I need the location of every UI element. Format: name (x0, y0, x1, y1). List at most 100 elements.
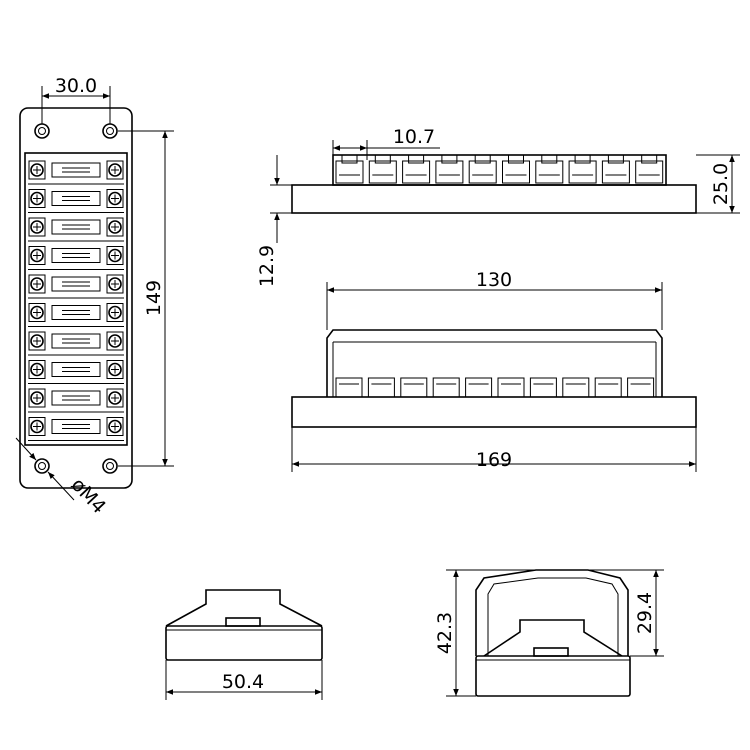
end-view-fuse (225, 617, 261, 627)
dimension-slot-width-label: 10.7 (393, 126, 435, 148)
dimension-total-height-label: 42.3 (434, 612, 456, 654)
mounting-hole-bottom-left (34, 458, 50, 474)
side-fuse-slot (529, 377, 557, 398)
front-fuse-slot (601, 154, 630, 184)
dimension-end-width: 50.4 (165, 660, 323, 700)
side-fuse-slot (465, 377, 493, 398)
fuse-slot (51, 333, 101, 349)
fuse-row (28, 189, 124, 213)
front-fuse-slot (368, 154, 397, 184)
side-fuse-slot (562, 377, 590, 398)
terminal-screw (106, 189, 124, 208)
fuse-slot (51, 305, 101, 320)
fuse-area (24, 152, 128, 446)
fuse-row (28, 417, 124, 441)
fuse-slot (51, 191, 101, 206)
mounting-hole-bottom-right (102, 458, 118, 474)
dimension-hole-diameter: øM4 (15, 437, 110, 518)
dimension-cover-height-label: 29.4 (634, 592, 656, 634)
end-view-cover-base (475, 655, 631, 697)
dimension-front-height-label: 25.0 (710, 163, 732, 205)
dimension-height-label: 149 (143, 280, 165, 316)
end-view-fuse-holder (165, 589, 323, 627)
side-view: 130 169 (291, 269, 697, 472)
terminal-screw (106, 388, 124, 408)
mounting-hole-top-right (102, 123, 118, 139)
terminal-screw (106, 303, 124, 322)
fuse-rows (28, 160, 124, 441)
fuse-row (28, 331, 124, 356)
front-fuse-slot (502, 154, 530, 184)
dimension-height: 149 (118, 130, 174, 467)
fuse-row (28, 246, 124, 270)
dimension-slot-width: 10.7 (332, 126, 440, 160)
mounting-hole-top-left (34, 123, 50, 139)
dimension-base-length-label: 169 (476, 449, 512, 471)
end-view-with-cover: 42.3 29.4 (434, 569, 664, 697)
front-fuse-slot (335, 154, 364, 184)
top-view-outline (19, 107, 133, 489)
fuse-row (28, 160, 124, 185)
side-view-fuse-slots (335, 377, 655, 398)
front-fuse-slot (468, 154, 497, 184)
end-view-cover-fuse-holder (483, 619, 623, 657)
dimension-total-height: 42.3 (434, 569, 536, 697)
end-view-cover-shell (475, 569, 629, 656)
dimension-front-height: 25.0 (696, 154, 740, 214)
front-view: 10.7 25.0 12.9 (256, 126, 740, 287)
side-fuse-slot (432, 377, 460, 398)
front-fuse-slot (535, 154, 564, 184)
terminal-screw (28, 417, 46, 436)
side-fuse-slot (367, 377, 395, 398)
front-fuse-slot (402, 154, 431, 184)
front-view-fuse-block (332, 154, 667, 186)
terminal-screw (106, 274, 124, 294)
end-view: 50.4 (165, 589, 323, 700)
terminal-screw (28, 360, 46, 379)
side-view-cover (326, 329, 663, 397)
dimension-end-width-label: 50.4 (222, 671, 264, 693)
terminal-screw (106, 360, 124, 379)
terminal-screw (28, 303, 46, 322)
dimension-cover-height: 29.4 (588, 569, 664, 657)
dimension-base-height-label: 12.9 (256, 245, 278, 287)
terminal-screw (106, 331, 124, 351)
dimension-hole-spacing-label: 30.0 (55, 75, 97, 97)
front-view-base (291, 184, 697, 214)
terminal-screw (28, 217, 46, 237)
side-fuse-slot (627, 377, 655, 398)
top-view: 30.0 149 øM4 (15, 75, 174, 518)
dimension-cover-length-label: 130 (476, 269, 512, 291)
fuse-row (28, 303, 124, 327)
fuse-slot (51, 390, 101, 406)
terminal-screw (28, 388, 46, 408)
dimension-hole-spacing: 30.0 (41, 75, 111, 124)
front-fuse-slot (435, 154, 464, 184)
front-fuse-slot (635, 154, 664, 184)
side-view-base (291, 396, 697, 428)
fuse-row (28, 360, 124, 384)
side-fuse-slot (335, 377, 363, 398)
fuse-slot (51, 276, 101, 292)
terminal-screw (106, 417, 124, 436)
terminal-screw (106, 160, 124, 180)
terminal-screw (28, 189, 46, 208)
fuse-row (28, 388, 124, 413)
fuse-slot (51, 248, 101, 263)
terminal-screw (28, 246, 46, 265)
side-fuse-slot (400, 377, 428, 398)
end-view-base (165, 625, 323, 661)
end-view-cover-fuse (533, 647, 569, 657)
fuse-slot (51, 362, 101, 377)
terminal-screw (28, 160, 46, 180)
fuse-slot (51, 162, 101, 178)
dimension-base-height: 12.9 (256, 155, 292, 287)
front-view-fuse-slots (332, 154, 667, 186)
terminal-screw (106, 217, 124, 237)
fuse-row (28, 217, 124, 242)
terminal-screw (28, 331, 46, 351)
dimension-cover-length: 130 (326, 269, 663, 330)
dimension-hole-diameter-label: øM4 (67, 474, 110, 518)
side-fuse-slot (497, 377, 525, 398)
